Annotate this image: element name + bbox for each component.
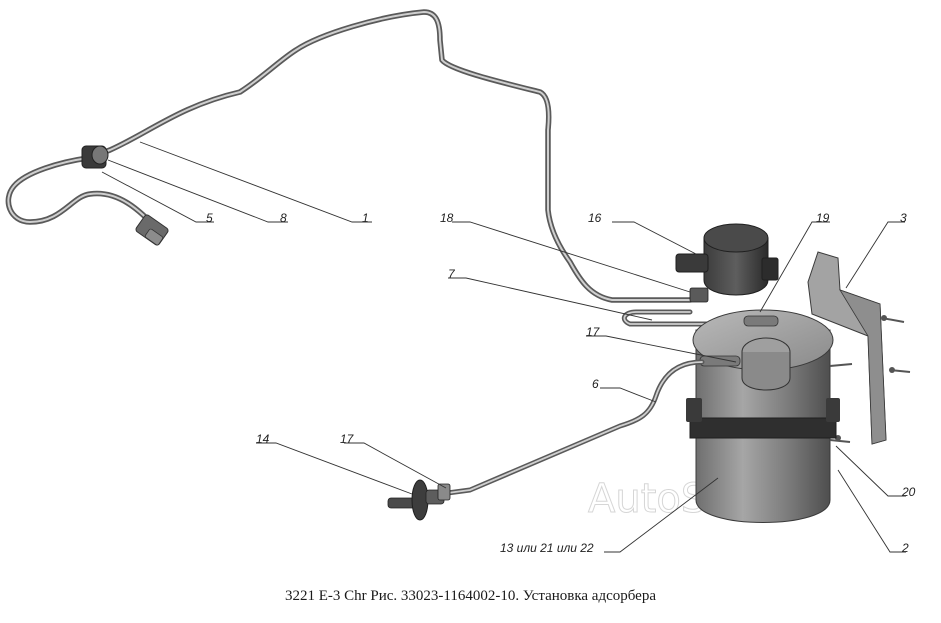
callout-17-lower: 17 — [340, 432, 355, 446]
adsorber-canister — [686, 309, 853, 523]
callout-8: 8 — [280, 211, 287, 225]
callout-14: 14 — [256, 432, 270, 446]
callout-5: 5 — [206, 211, 213, 225]
callout-18: 18 — [440, 211, 454, 225]
callout-20: 20 — [901, 485, 916, 499]
callout-16: 16 — [588, 211, 602, 225]
purge-valve — [675, 223, 779, 303]
callout-2: 2 — [901, 541, 909, 555]
callout-19: 19 — [816, 211, 830, 225]
connector-14 — [387, 479, 451, 521]
mounting-bracket — [807, 251, 911, 445]
callout-labels: 1 8 5 18 16 19 3 7 17 6 14 17 20 2 13 ил… — [206, 211, 916, 555]
callout-3: 3 — [900, 211, 907, 225]
tube-connector — [135, 214, 169, 246]
tube-7 — [621, 309, 763, 327]
callout-7: 7 — [448, 267, 456, 281]
callout-6: 6 — [592, 377, 599, 391]
callout-1: 1 — [362, 211, 369, 225]
tube-clip — [81, 145, 109, 169]
tube-6 — [437, 359, 705, 497]
vapour-tube-long — [5, 9, 693, 303]
leader-lines — [101, 141, 906, 553]
callout-13-21-22: 13 или 21 или 22 — [500, 541, 594, 555]
callout-17-upper: 17 — [586, 325, 601, 339]
figure-caption: 3221 Е-3 Chr Рис. 33023-1164002-10. Уста… — [284, 588, 656, 604]
